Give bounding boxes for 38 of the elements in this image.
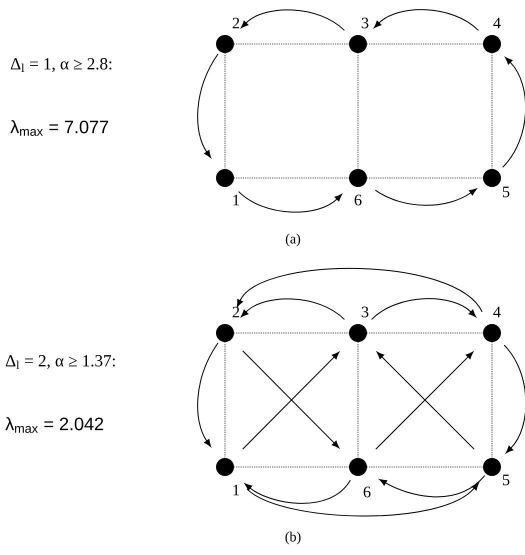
node-number: 2 — [232, 18, 240, 28]
node-number: 4 — [493, 18, 501, 28]
arrow — [197, 342, 218, 447]
formula-label: λ$_{max}$ = 2.042 — [5, 417, 104, 433]
node-number: 2 — [232, 306, 240, 318]
dotted-line — [366, 332, 484, 334]
caption: (b) — [285, 532, 301, 544]
node-number: 4 — [493, 306, 501, 318]
node-number: 5 — [502, 474, 510, 486]
arrow — [379, 475, 486, 498]
dotted-line — [224, 342, 226, 458]
node-number: 1 — [233, 194, 240, 206]
dotted-line — [224, 52, 226, 170]
arrow — [374, 9, 479, 31]
node-number: 6 — [354, 194, 362, 206]
arrow — [504, 344, 525, 454]
dotted-line — [234, 466, 350, 468]
arrow — [240, 298, 345, 320]
arrow — [240, 9, 345, 31]
arrow — [374, 188, 477, 206]
node-number: 3 — [362, 306, 368, 318]
formula-label: λ$_{max}$ = 7.077 — [10, 120, 108, 136]
arrow — [197, 54, 218, 158]
node-number: 5 — [502, 186, 510, 198]
dotted-line — [366, 466, 484, 468]
arrow — [371, 298, 476, 320]
node-number: 1 — [233, 484, 240, 496]
formula-label: Δ$_{l}$ = 2, α ≥ 1.37: — [6, 355, 115, 369]
arrow — [244, 480, 351, 504]
node-number: 3 — [362, 18, 368, 28]
arrow — [236, 268, 483, 312]
arrow — [502, 57, 525, 168]
formula-label: Δ$_{l}$ = 1, α ≥ 2.8: — [10, 58, 112, 72]
node-number: 6 — [364, 486, 371, 498]
arrow — [238, 191, 342, 213]
dotted-line — [234, 332, 350, 334]
caption: (a) — [286, 234, 300, 246]
arrow — [246, 482, 479, 517]
